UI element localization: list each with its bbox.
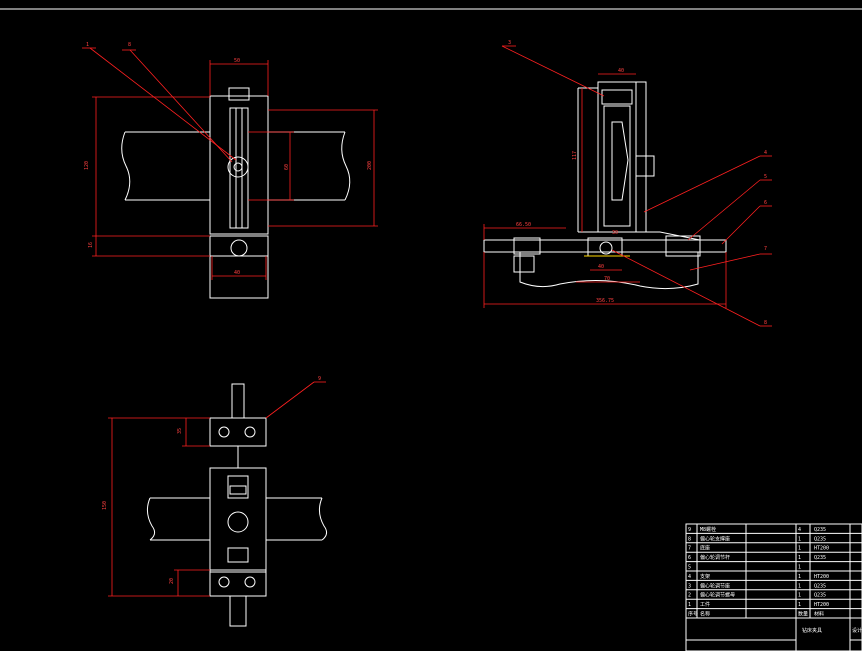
dim-height-inner: 60 <box>284 164 290 170</box>
clamp-slot <box>229 107 249 229</box>
title-row-cell: 9 <box>688 527 691 533</box>
top-bolt-lower <box>229 595 247 627</box>
top-view: 150 35 20 9 <box>102 376 328 627</box>
side-dim-top: 40 <box>618 68 624 74</box>
title-row-cell: 1 <box>688 602 691 608</box>
break-line-left <box>121 131 131 201</box>
title-row-cell: 3 <box>688 583 691 589</box>
title-row-cell: 偏心轮支撑座 <box>700 535 730 542</box>
title-row-cell: 1 <box>798 583 801 589</box>
top-dim-bottom-offset: 20 <box>169 578 175 584</box>
side-dim-base: 70 <box>604 276 610 282</box>
side-clamp-bolt <box>599 241 613 255</box>
side-dim-height: 117 <box>572 151 578 160</box>
title-row-cell: 4 <box>688 574 691 580</box>
balloon-9: 9 <box>318 376 321 382</box>
title-row-cell: 1 <box>798 602 801 608</box>
title-row-cell: 4 <box>798 527 801 533</box>
clamp-top-nut <box>228 87 250 101</box>
title-row-cell: 底座 <box>700 545 710 552</box>
title-row-cell: Q235 <box>814 536 826 542</box>
side-top-nut <box>601 89 633 105</box>
title-row-cell: 1 <box>798 574 801 580</box>
dim-bottom-left: 16 <box>88 242 94 248</box>
side-base-plate <box>483 239 727 253</box>
front-view: 50 120 200 60 40 16 1 8 <box>82 42 378 299</box>
top-bolt-upper <box>231 383 245 419</box>
title-row-cell: HT200 <box>814 602 829 608</box>
title-row-cell: 2 <box>688 593 691 599</box>
title-row-cell: 8 <box>688 536 691 542</box>
title-row-cell: 1 <box>798 555 801 561</box>
front-base <box>209 235 269 299</box>
top-clamp-body <box>209 467 267 573</box>
title-row-cell: 5 <box>688 565 691 571</box>
side-base-block <box>513 237 541 255</box>
side-dim-total: 356.75 <box>596 298 614 304</box>
base-bolt <box>230 239 248 257</box>
workpiece-bar <box>125 131 345 201</box>
title-header-cell: 名称 <box>700 611 710 618</box>
title-header-cell: 数量 <box>798 611 808 618</box>
side-label: 设计 <box>852 627 862 634</box>
title-header-cell: 材料 <box>814 611 824 618</box>
dim-width-top: 50 <box>234 58 240 64</box>
title-row-cell: Q235 <box>814 583 826 589</box>
top-eccentric <box>227 511 249 533</box>
title-row-cell: 1 <box>798 536 801 542</box>
title-row-cell: 1 <box>798 546 801 552</box>
side-lower-nut <box>513 255 535 273</box>
title-row-cell: 1 <box>798 565 801 571</box>
side-eccentric <box>611 121 629 201</box>
dim-height-right: 200 <box>367 161 373 170</box>
balloon-5: 5 <box>764 174 767 180</box>
balloon-6: 6 <box>764 200 767 206</box>
balloon-8a: 8 <box>128 42 131 48</box>
balloon-7: 7 <box>764 246 767 252</box>
balloon-1: 1 <box>86 42 89 48</box>
side-nut <box>635 155 655 177</box>
title-row-cell: 7 <box>688 546 691 552</box>
side-base-body <box>519 252 699 290</box>
title-row-cell: Q235 <box>814 593 826 599</box>
title-row-cell: 工件 <box>700 601 710 608</box>
eccentric-hub <box>233 162 243 172</box>
title-row-cell: HT200 <box>814 574 829 580</box>
title-row-cell: 偏心轮调节螺母 <box>700 592 735 599</box>
side-slot <box>603 105 631 227</box>
title-row-cell: Q235 <box>814 555 826 561</box>
title-row-cell: 偏心轮调节座 <box>700 582 730 589</box>
top-clamp-lower <box>209 569 267 597</box>
top-clamp-upper <box>209 417 267 447</box>
top-dim-height: 150 <box>102 501 108 510</box>
balloon-3: 3 <box>508 40 511 46</box>
balloon-4: 4 <box>764 150 767 156</box>
dim-bottom-width: 40 <box>234 270 240 276</box>
title-row-cell: M8螺栓 <box>700 526 716 533</box>
title-row-cell: 1 <box>798 593 801 599</box>
side-dim-left: 66.50 <box>516 222 531 228</box>
top-workpiece <box>150 497 322 541</box>
side-base-block-right <box>665 235 701 257</box>
title-row-cell: 偏心轮调节杆 <box>700 554 730 561</box>
side-view: 40 117 66.50 30 40 70 356.75 3 4 5 6 7 8 <box>483 40 772 327</box>
clamp-body <box>209 95 269 235</box>
side-dim-slot: 40 <box>598 264 604 270</box>
side-dim-center: 30 <box>612 230 618 236</box>
title-row-cell: 6 <box>688 555 691 561</box>
dim-height-left: 120 <box>84 161 90 170</box>
top-dim-top-offset: 35 <box>177 428 183 434</box>
title-row-cell: Q235 <box>814 527 826 533</box>
title-row-cell: HT200 <box>814 546 829 552</box>
balloon-8b: 8 <box>764 320 767 326</box>
eccentric-wheel <box>227 156 249 178</box>
side-clamp <box>587 237 623 257</box>
title-row-cell: 支架 <box>700 573 710 580</box>
drawing-title: 钻床夹具 <box>802 627 822 634</box>
title-header-cell: 序号 <box>688 611 698 618</box>
break-line-right <box>341 131 351 201</box>
